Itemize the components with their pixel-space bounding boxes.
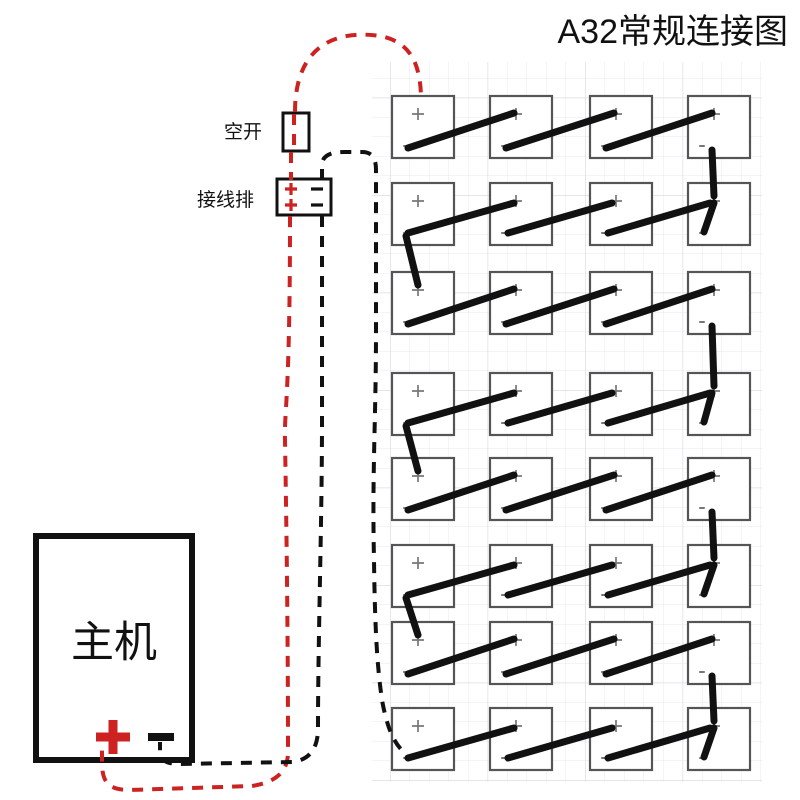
series-link — [700, 389, 716, 426]
series-link-group — [402, 109, 718, 762]
battery-cell — [686, 456, 752, 522]
battery-cell — [588, 94, 654, 160]
series-link — [502, 109, 618, 152]
battery-cell — [390, 94, 456, 160]
series-link — [404, 285, 518, 328]
battery-cell — [588, 181, 654, 247]
battery-cell — [488, 706, 554, 772]
terminal-block-label: 接线排 — [197, 190, 255, 211]
series-link — [504, 561, 616, 599]
series-link — [502, 285, 618, 328]
battery-cell — [588, 371, 654, 437]
battery-cell — [686, 94, 752, 160]
terminal-block-to-host-positive-wire — [100, 216, 292, 793]
battery-cell — [488, 94, 554, 160]
terminal-block-to-pack-negative-wire — [320, 150, 406, 754]
battery-cell — [390, 456, 456, 522]
breaker-to-first-cell-positive-wire — [293, 32, 423, 113]
page-title: A32常规连接图 — [557, 13, 789, 51]
battery-cell — [488, 456, 554, 522]
series-link — [708, 508, 718, 562]
host-positive-symbol — [96, 720, 130, 754]
series-link — [402, 422, 422, 475]
host-label: 主机 — [71, 619, 157, 667]
battery-cell — [390, 371, 456, 437]
series-link — [404, 724, 518, 762]
battery-cell — [686, 620, 752, 686]
battery-cell — [588, 456, 654, 522]
battery-cell — [686, 181, 752, 247]
battery-cell — [686, 706, 752, 772]
series-link — [602, 635, 716, 678]
battery-cell — [488, 270, 554, 336]
series-link — [404, 635, 518, 678]
battery-cell — [390, 620, 456, 686]
series-link — [604, 389, 714, 427]
terminal-block-to-host-negative-wire — [158, 216, 324, 767]
series-link — [404, 471, 518, 514]
positive-wire-path — [100, 32, 423, 793]
series-link — [602, 471, 716, 514]
series-link — [700, 724, 718, 761]
series-link — [504, 389, 616, 427]
series-link — [404, 389, 518, 427]
series-link — [708, 672, 718, 725]
series-link — [504, 724, 616, 762]
series-link — [402, 594, 422, 639]
series-link — [700, 561, 718, 598]
battery-cell — [588, 706, 654, 772]
series-link — [402, 232, 422, 289]
battery-cell — [686, 371, 752, 437]
battery-cell — [588, 270, 654, 336]
series-link — [502, 635, 618, 678]
series-link — [404, 561, 518, 599]
series-link — [708, 322, 718, 390]
series-link — [602, 109, 716, 152]
series-link — [504, 199, 616, 237]
battery-cell — [488, 543, 554, 609]
terminal-block-positive-marks — [285, 183, 297, 211]
terminal-block-box — [275, 177, 333, 217]
host-terminal-symbols — [96, 720, 174, 754]
battery-cell — [390, 706, 456, 772]
breaker-label: 空开 — [224, 122, 263, 143]
series-link — [604, 199, 714, 237]
battery-cell — [390, 181, 456, 247]
series-link — [708, 146, 718, 200]
battery-cell — [488, 371, 554, 437]
terminal-block-negative-marks — [311, 187, 323, 207]
series-link — [602, 285, 716, 328]
battery-cell — [686, 543, 752, 609]
negative-wire-path — [158, 150, 406, 767]
battery-cell — [390, 543, 456, 609]
battery-cell — [686, 270, 752, 336]
series-link — [404, 199, 518, 237]
battery-cell — [390, 270, 456, 336]
series-link — [502, 471, 618, 514]
battery-cell — [588, 543, 654, 609]
series-link — [404, 109, 518, 152]
series-link — [604, 724, 714, 762]
battery-cell — [488, 620, 554, 686]
battery-cell — [588, 620, 654, 686]
battery-cell-grid — [390, 94, 752, 772]
battery-cell — [488, 181, 554, 247]
series-link — [700, 199, 718, 236]
series-link — [604, 561, 714, 599]
